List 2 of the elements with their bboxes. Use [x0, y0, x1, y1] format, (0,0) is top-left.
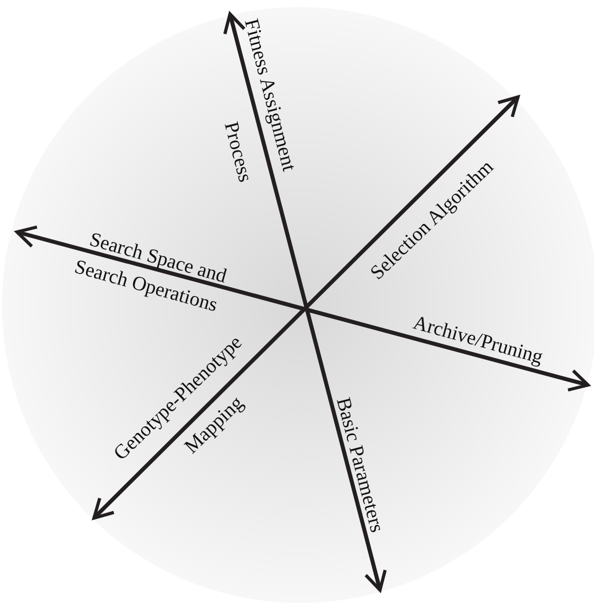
axis-label: Basic Parameters	[332, 396, 388, 534]
axis-label: Process	[220, 120, 256, 184]
